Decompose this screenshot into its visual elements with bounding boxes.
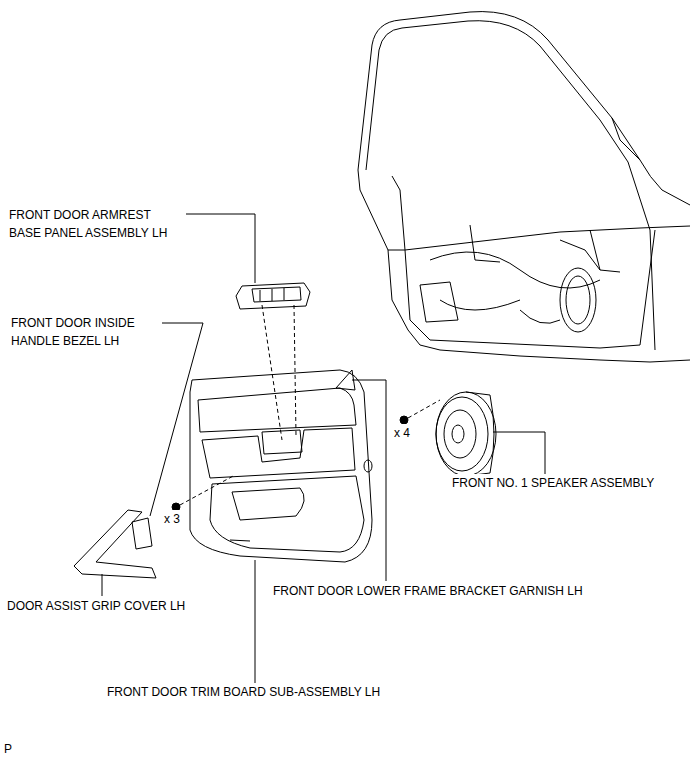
figure-code: P xyxy=(3,740,13,757)
part-name: FRONT DOOR ARMREST BASE PANEL ASSEMBLY L… xyxy=(8,206,180,242)
part-name: FRONT DOOR INSIDE HANDLE BEZEL LH xyxy=(10,314,162,350)
trim-board xyxy=(190,370,372,562)
part-name: FRONT DOOR TRIM BOARD SUB-ASSEMBLY LH xyxy=(106,683,381,701)
part-name: DOOR ASSIST GRIP COVER LH xyxy=(6,597,186,615)
quantity-callout: x 4 xyxy=(393,424,411,442)
part-name: FRONT NO. 1 SPEAKER ASSEMBLY xyxy=(451,474,655,492)
speaker xyxy=(436,392,496,476)
assist-grip-cover xyxy=(74,510,156,578)
door-shell xyxy=(358,12,690,362)
quantity-callout: x 3 xyxy=(163,510,181,528)
armrest-base-panel xyxy=(236,283,310,309)
handle-bezel xyxy=(132,518,152,549)
part-name: FRONT DOOR LOWER FRAME BRACKET GARNISH L… xyxy=(272,582,584,600)
alignment-line xyxy=(180,305,440,505)
